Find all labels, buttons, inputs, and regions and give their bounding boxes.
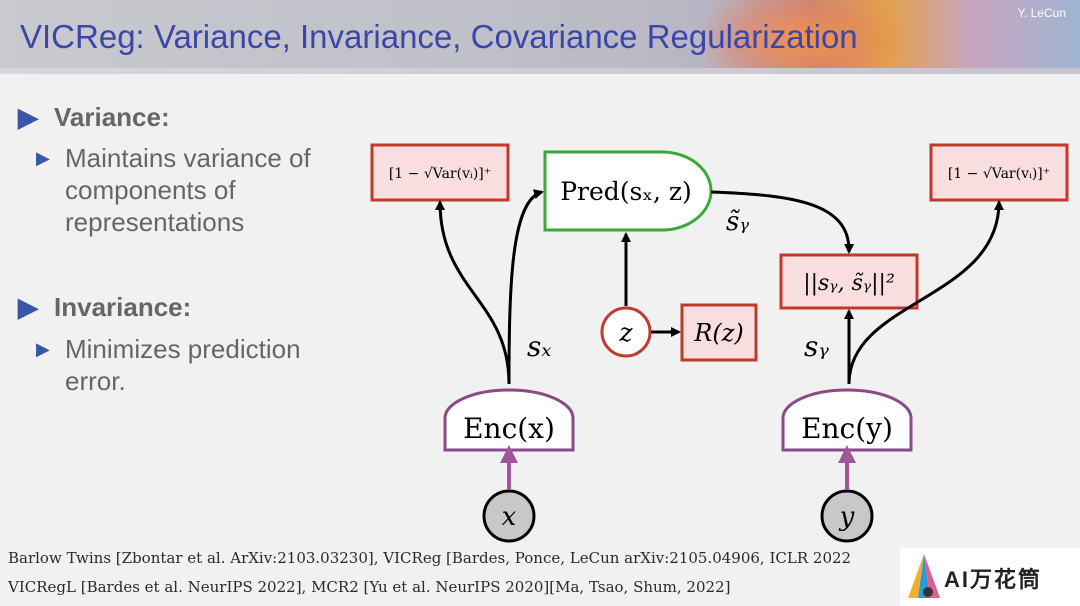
bullet-arrow-icon: ▶ [18, 102, 38, 132]
slide-header: VICReg: Variance, Invariance, Covariance… [0, 0, 1080, 74]
input-y-node [820, 489, 874, 543]
left-variance-label: [1 − √Var(vᵢ)]⁺ [389, 166, 491, 182]
vicreg-diagram: [1 − √Var(vᵢ)]⁺ [1 − √Var(vᵢ)]⁺ Pred(sₓ,… [370, 143, 1069, 543]
sub-bullet-arrow-icon: ▶ [36, 148, 50, 168]
encoder-x-label: Enc(x) [463, 412, 555, 445]
predictor-label: Pred(sₓ, z) [560, 177, 692, 206]
encoder-y-block [781, 388, 913, 452]
bullet-variance-heading: Variance: [54, 102, 170, 132]
regularizer-label: R(z) [693, 319, 743, 347]
sy-label: sᵧ [804, 330, 829, 363]
regularizer-box [680, 303, 758, 362]
input-x-label: x [502, 502, 517, 532]
header-glow [700, 0, 900, 74]
sy-to-variance-arrow [847, 200, 1004, 385]
left-variance-box [370, 143, 510, 202]
right-variance-label: [1 − √Var(vᵢ)]⁺ [948, 166, 1050, 182]
kaleidoscope-icon [908, 554, 940, 598]
sub-bullet-arrow-icon: ▶ [36, 339, 50, 359]
slide-content: ▶ Variance: ▶ Maintains variance of comp… [0, 74, 1080, 606]
sx-label: sₓ [527, 330, 551, 363]
right-variance-box [929, 143, 1069, 202]
prediction-loss-label: ||sᵧ, s̃ᵧ||² [803, 271, 895, 296]
latent-z-label: z [618, 318, 633, 347]
bullet-variance-detail-text: Maintains variance of components of repr… [65, 143, 311, 237]
bullet-invariance-detail-text: Minimizes prediction error. [65, 334, 301, 396]
prediction-loss-box [779, 253, 919, 310]
prediction-to-loss-arrow [710, 190, 855, 254]
sx-to-predictor-arrow [507, 189, 544, 385]
bullet-invariance-heading: Invariance: [54, 292, 192, 322]
predictor-block [543, 150, 713, 232]
author-label: Y. LeCun [1017, 6, 1067, 20]
encoder-x-block [443, 388, 575, 452]
header-stripe [0, 68, 1080, 74]
reference-line-1: Barlow Twins [Zbontar et al. ArXiv:2103.… [8, 549, 852, 567]
predicted-sy-label: s̃ᵧ [726, 207, 749, 237]
sx-to-variance-arrow [435, 200, 511, 385]
encoder-y-label: Enc(y) [801, 412, 893, 445]
watermark-logo: AI万花筒 [900, 548, 1080, 606]
watermark-text: AI万花筒 [944, 567, 1043, 592]
bullet-arrow-icon: ▶ [18, 292, 38, 322]
slide-title: VICReg: Variance, Invariance, Covariance… [20, 18, 858, 55]
latent-z-node [600, 306, 652, 358]
reference-line-2: VICRegL [Bardes et al. NeurIPS 2022], MC… [8, 578, 731, 596]
input-x-node [482, 489, 536, 543]
input-y-label: y [839, 502, 855, 532]
